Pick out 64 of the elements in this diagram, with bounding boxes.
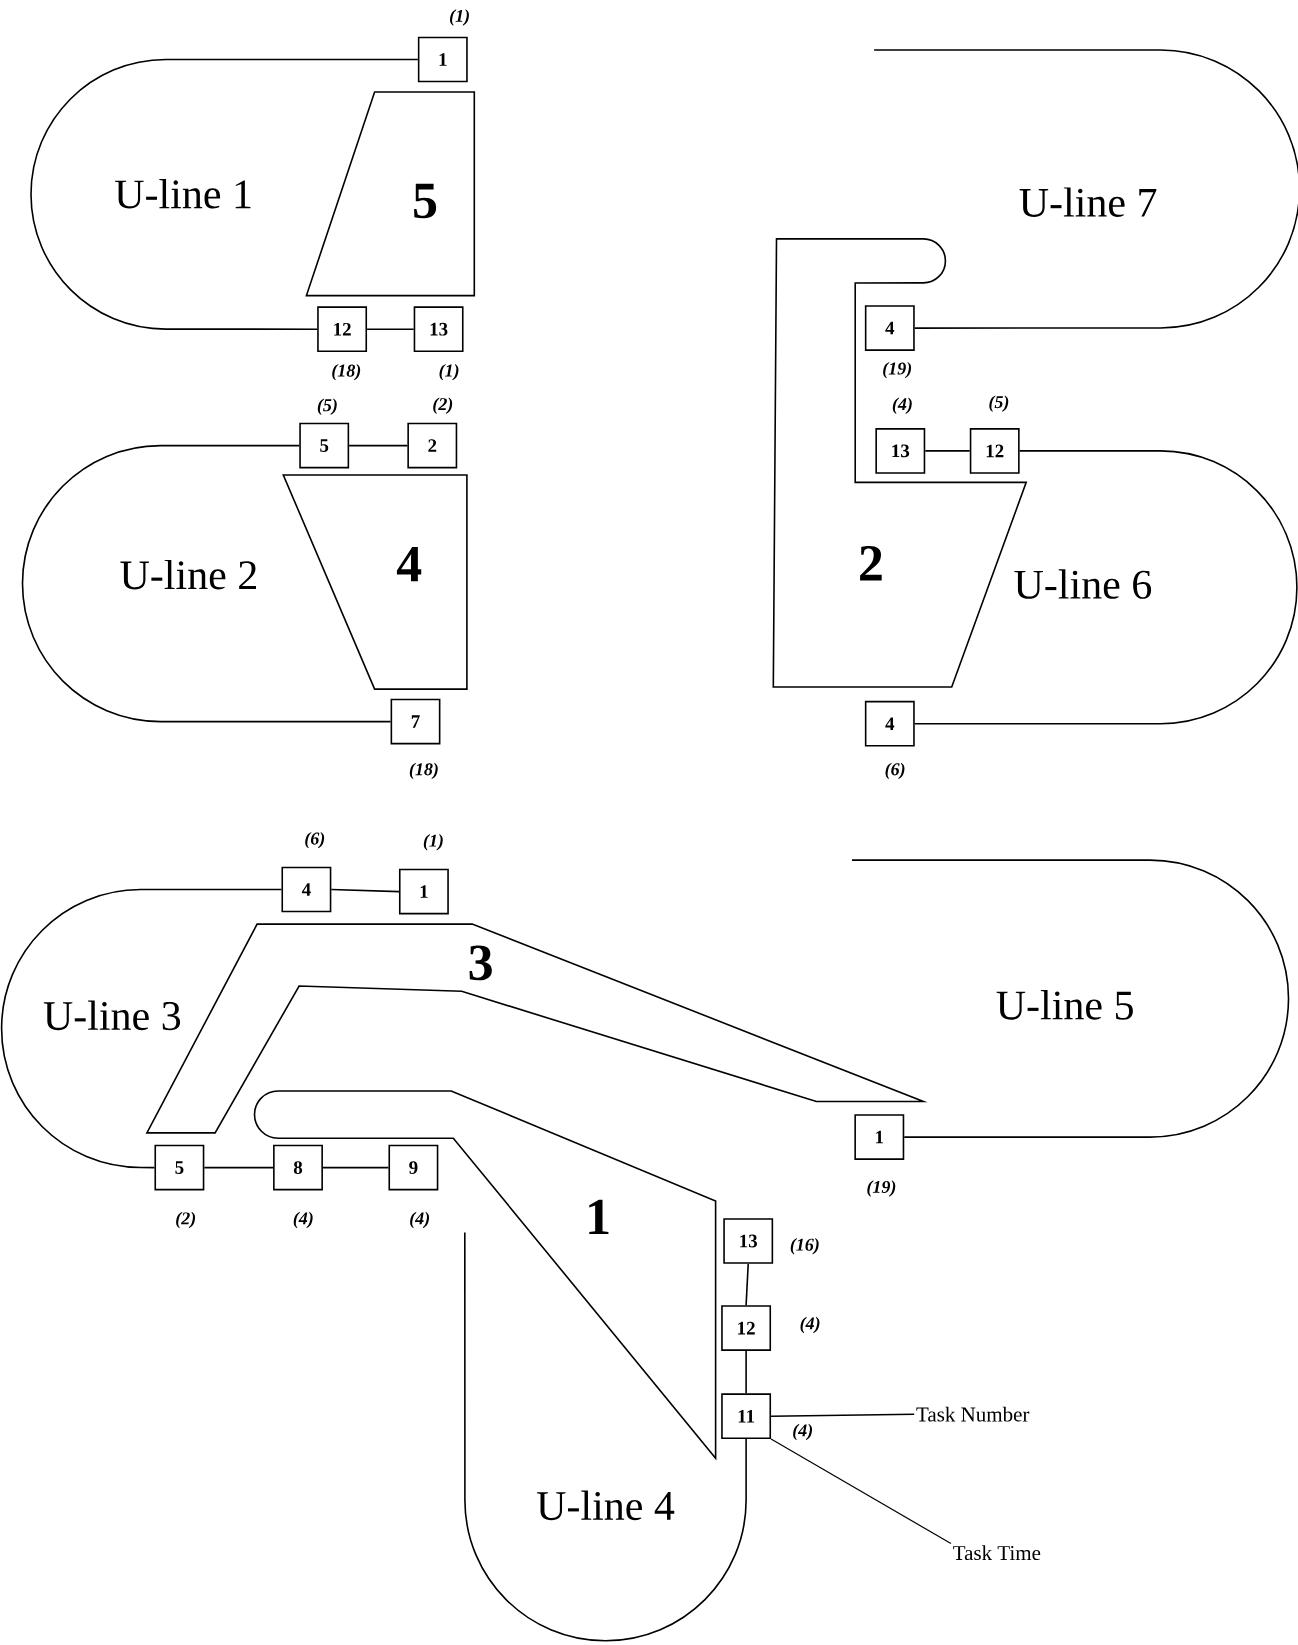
u-line-label: U-line 5 (996, 990, 1133, 1020)
task-box: 12 (317, 306, 368, 353)
task-time: (5) (989, 395, 1009, 412)
task-box: 4 (864, 700, 915, 747)
u-line (464, 1231, 747, 1642)
task-box: 2 (407, 422, 458, 469)
task-time: (4) (793, 1423, 813, 1441)
task-time: (6) (885, 762, 905, 780)
connector-line (745, 1350, 747, 1395)
connector-line (330, 888, 400, 893)
task-box: 13 (413, 306, 464, 353)
task-time: (4) (892, 397, 912, 414)
task-time: (1) (450, 9, 469, 26)
task-box: 9 (388, 1144, 439, 1191)
task-time: (1) (439, 364, 459, 381)
task-box: 13 (875, 428, 926, 474)
task-box: 13 (723, 1218, 774, 1264)
task-time: (19) (867, 1180, 896, 1197)
task-box: 7 (390, 698, 441, 745)
task-box: 5 (154, 1144, 205, 1191)
connector-line (366, 328, 415, 330)
task-box: 4 (281, 866, 332, 913)
task-box: 1 (854, 1114, 905, 1160)
task-time: (19) (883, 361, 912, 379)
task-box: 8 (273, 1144, 323, 1191)
callout-text: Task Number (916, 1406, 1030, 1422)
u-line (30, 58, 419, 330)
task-box: 12 (969, 428, 1020, 474)
task-box: 4 (864, 305, 915, 351)
task-time: (1) (423, 834, 443, 851)
task-time: (16) (790, 1238, 819, 1255)
task-box: 1 (417, 36, 468, 83)
u-line (21, 444, 392, 723)
connector-line (770, 1413, 915, 1417)
connector-line (924, 450, 971, 452)
task-time: (4) (800, 1316, 820, 1334)
u-line-label: U-line 3 (43, 1000, 181, 1031)
u-line-label: U-line 1 (115, 179, 251, 209)
u-line (0, 888, 283, 1169)
task-time: (18) (332, 364, 361, 381)
task-box: 11 (721, 1393, 772, 1440)
u-line (851, 859, 1290, 1138)
u-line (913, 450, 1298, 725)
u-line-label: U-line 4 (537, 1490, 675, 1521)
task-time: (18) (409, 762, 438, 780)
connector-line (203, 1166, 274, 1169)
u-line-label: U-line 7 (1019, 187, 1157, 217)
connector-line (348, 444, 409, 447)
task-time: (4) (293, 1211, 313, 1229)
u-line-label: U-line 2 (120, 559, 256, 590)
task-box: 1 (398, 868, 449, 915)
task-time: (2) (433, 397, 453, 414)
u-line (873, 49, 1298, 329)
connector-line (745, 1263, 749, 1307)
task-time: (5) (317, 398, 337, 415)
leader-line (770, 1438, 952, 1545)
task-time: (4) (410, 1211, 430, 1229)
task-time: (2) (176, 1211, 196, 1229)
callout-text: Task Time (953, 1545, 1041, 1561)
task-time: (6) (305, 832, 325, 849)
task-box: 12 (721, 1305, 772, 1351)
connector-line (322, 1166, 390, 1169)
task-box: 5 (299, 422, 350, 469)
u-line-label: U-line 6 (1014, 569, 1152, 599)
